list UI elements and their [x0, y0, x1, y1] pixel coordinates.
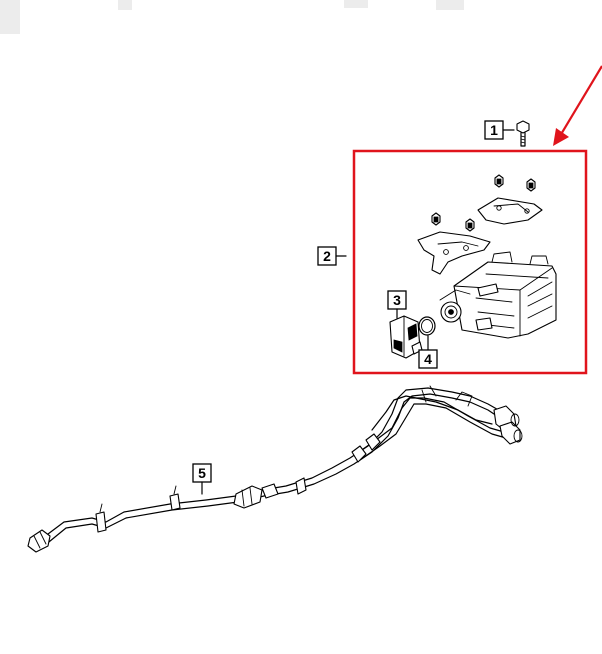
- callout-5-label: 5: [198, 465, 206, 481]
- leak-detection-pump-icon: [389, 315, 423, 359]
- callout-4[interactable]: 4: [418, 335, 438, 369]
- top-artifacts: [0, 0, 464, 34]
- vapor-hose-icon: [27, 385, 523, 553]
- callout-3[interactable]: 3: [387, 290, 407, 319]
- highlight-arrow: [553, 65, 602, 146]
- o-ring-icon: [418, 316, 436, 336]
- callout-3-label: 3: [393, 292, 401, 308]
- highlight-box: [352, 149, 588, 375]
- callout-2[interactable]: 2: [317, 246, 347, 266]
- nut-icon: [526, 178, 536, 192]
- nut-icon: [494, 174, 504, 188]
- nut-icon: [431, 212, 441, 226]
- callout-4-label: 4: [424, 351, 432, 367]
- callout-5[interactable]: 5: [192, 463, 212, 495]
- evap-canister-icon: [417, 174, 557, 339]
- callout-1-label: 1: [490, 122, 498, 138]
- callout-1[interactable]: 1: [484, 120, 515, 140]
- nut-icon: [465, 218, 475, 232]
- bolt-icon: [516, 120, 530, 147]
- callout-2-label: 2: [323, 248, 331, 264]
